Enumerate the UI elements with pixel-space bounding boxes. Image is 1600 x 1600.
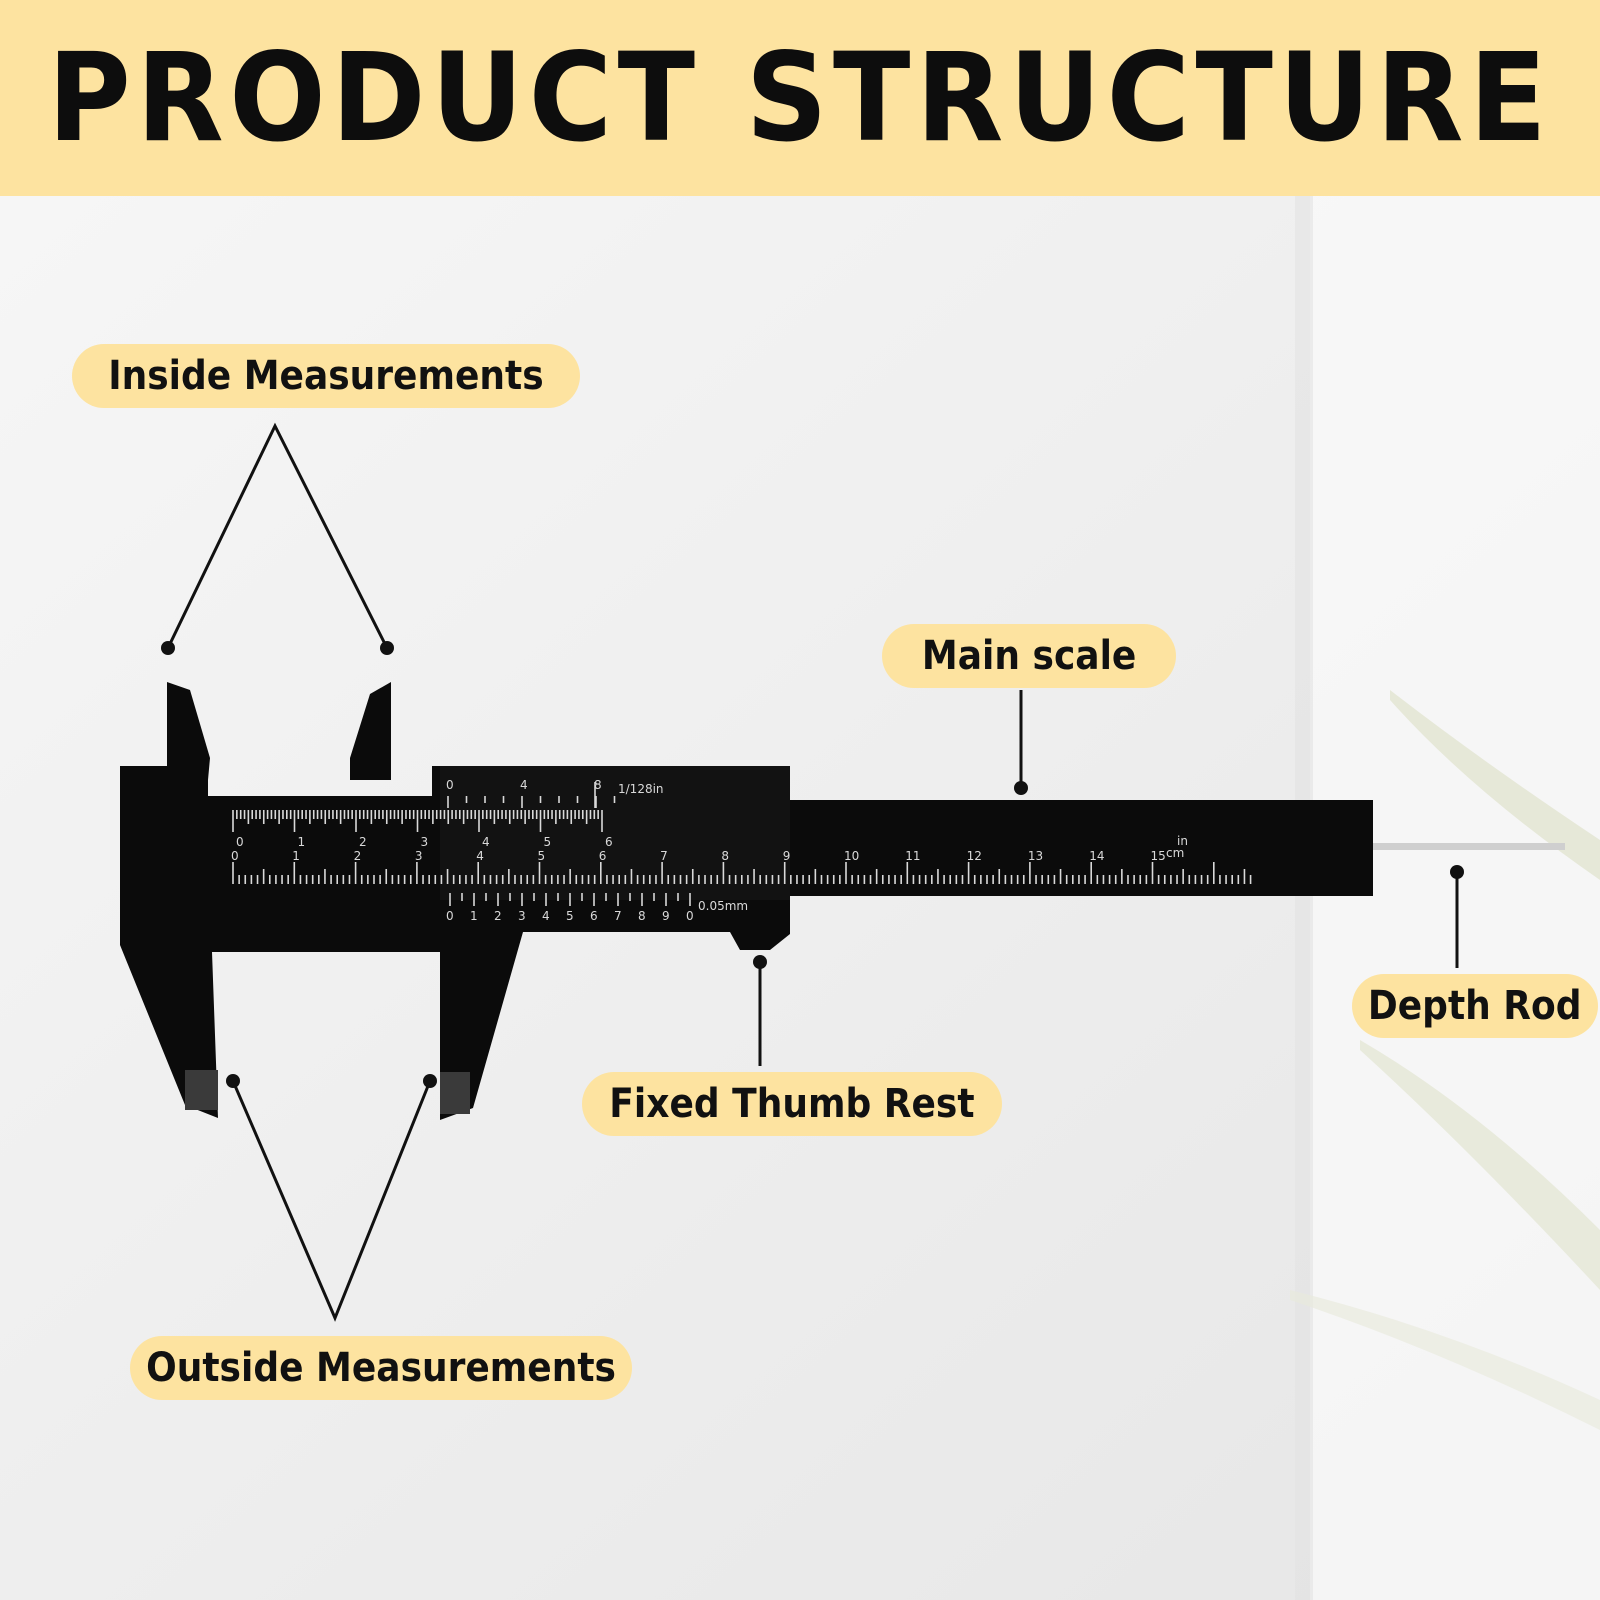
inch-number: 5 bbox=[544, 835, 552, 849]
label-depth-rod-text: Depth Rod bbox=[1368, 983, 1582, 1029]
cm-number: 13 bbox=[1028, 849, 1043, 863]
label-inside-measurements: Inside Measurements bbox=[72, 344, 580, 408]
vernier-inch-number: 0 bbox=[446, 778, 454, 792]
cm-number: 5 bbox=[538, 849, 546, 863]
label-outside-measurements: Outside Measurements bbox=[130, 1336, 632, 1400]
label-main-scale: Main scale bbox=[882, 624, 1176, 688]
cm-number: 2 bbox=[354, 849, 362, 863]
inch-number: 2 bbox=[359, 835, 367, 849]
upper-jaw-sliding bbox=[350, 682, 391, 780]
cm-number: 0 bbox=[231, 849, 239, 863]
cm-number: 3 bbox=[415, 849, 423, 863]
inch-number: 3 bbox=[421, 835, 429, 849]
vernier-number: 2 bbox=[494, 909, 502, 923]
cm-number: 10 bbox=[844, 849, 859, 863]
page-title: PRODUCT STRUCTURE bbox=[47, 27, 1553, 169]
vernier-number: 4 bbox=[542, 909, 550, 923]
leader-lines bbox=[166, 422, 1459, 1322]
label-inside-text: Inside Measurements bbox=[108, 353, 544, 399]
cm-number: 11 bbox=[905, 849, 920, 863]
leader-dots bbox=[161, 641, 1464, 1088]
vernier-number: 3 bbox=[518, 909, 526, 923]
label-fixed-thumb-rest: Fixed Thumb Rest bbox=[582, 1072, 1002, 1136]
cm-number: 15 bbox=[1151, 849, 1166, 863]
unit-cm-label: cm bbox=[1166, 846, 1184, 860]
cm-number: 14 bbox=[1089, 849, 1104, 863]
inch-number: 6 bbox=[605, 835, 613, 849]
upper-jaw-fixed bbox=[167, 682, 210, 780]
cm-number: 9 bbox=[783, 849, 791, 863]
fixed-jaw bbox=[120, 766, 1373, 1120]
header-banner: PRODUCT STRUCTURE bbox=[0, 0, 1600, 196]
unit-in-label: in bbox=[1177, 834, 1188, 848]
vernier-number: 0 bbox=[686, 909, 694, 923]
cm-number: 4 bbox=[476, 849, 484, 863]
vernier-number: 1 bbox=[470, 909, 478, 923]
thumb-rest-dot bbox=[753, 955, 767, 969]
vernier-number: 0 bbox=[446, 909, 454, 923]
vernier-slider bbox=[440, 766, 790, 900]
cm-number: 12 bbox=[967, 849, 982, 863]
vernier-inch-number: 4 bbox=[520, 778, 528, 792]
vernier-inch-number: 8 bbox=[594, 778, 602, 792]
vernier-number: 7 bbox=[614, 909, 622, 923]
outside-jaw-tip-right bbox=[440, 1072, 470, 1114]
label-depth-rod: Depth Rod bbox=[1352, 974, 1598, 1038]
inside-leader bbox=[166, 422, 389, 649]
caliper bbox=[120, 682, 1373, 1120]
vernier-number: 6 bbox=[590, 909, 598, 923]
depth-rod bbox=[1373, 843, 1565, 850]
inside-dot-left bbox=[161, 641, 175, 655]
inside-dot-right bbox=[380, 641, 394, 655]
label-thumb-rest-text: Fixed Thumb Rest bbox=[609, 1081, 975, 1127]
outside-jaw-tip-left bbox=[185, 1070, 218, 1110]
cm-number: 6 bbox=[599, 849, 607, 863]
cm-number: 7 bbox=[660, 849, 668, 863]
inch-number: 1 bbox=[298, 835, 306, 849]
label-outside-text: Outside Measurements bbox=[146, 1345, 616, 1391]
inch-number: 4 bbox=[482, 835, 490, 849]
inch-scale-label: 1/128in bbox=[618, 782, 664, 796]
outside-leader bbox=[231, 1080, 432, 1322]
vernier-number: 5 bbox=[566, 909, 574, 923]
cm-number: 8 bbox=[721, 849, 729, 863]
vernier-unit-label: 0.05mm bbox=[698, 899, 748, 913]
outside-dot-left bbox=[226, 1074, 240, 1088]
cm-number: 1 bbox=[292, 849, 300, 863]
label-main-scale-text: Main scale bbox=[921, 633, 1137, 679]
inch-number: 0 bbox=[236, 835, 244, 849]
depth-rod-dot bbox=[1450, 865, 1464, 879]
outside-dot-right bbox=[423, 1074, 437, 1088]
main-scale-dot bbox=[1014, 781, 1028, 795]
vernier-number: 9 bbox=[662, 909, 670, 923]
vernier-number: 8 bbox=[638, 909, 646, 923]
